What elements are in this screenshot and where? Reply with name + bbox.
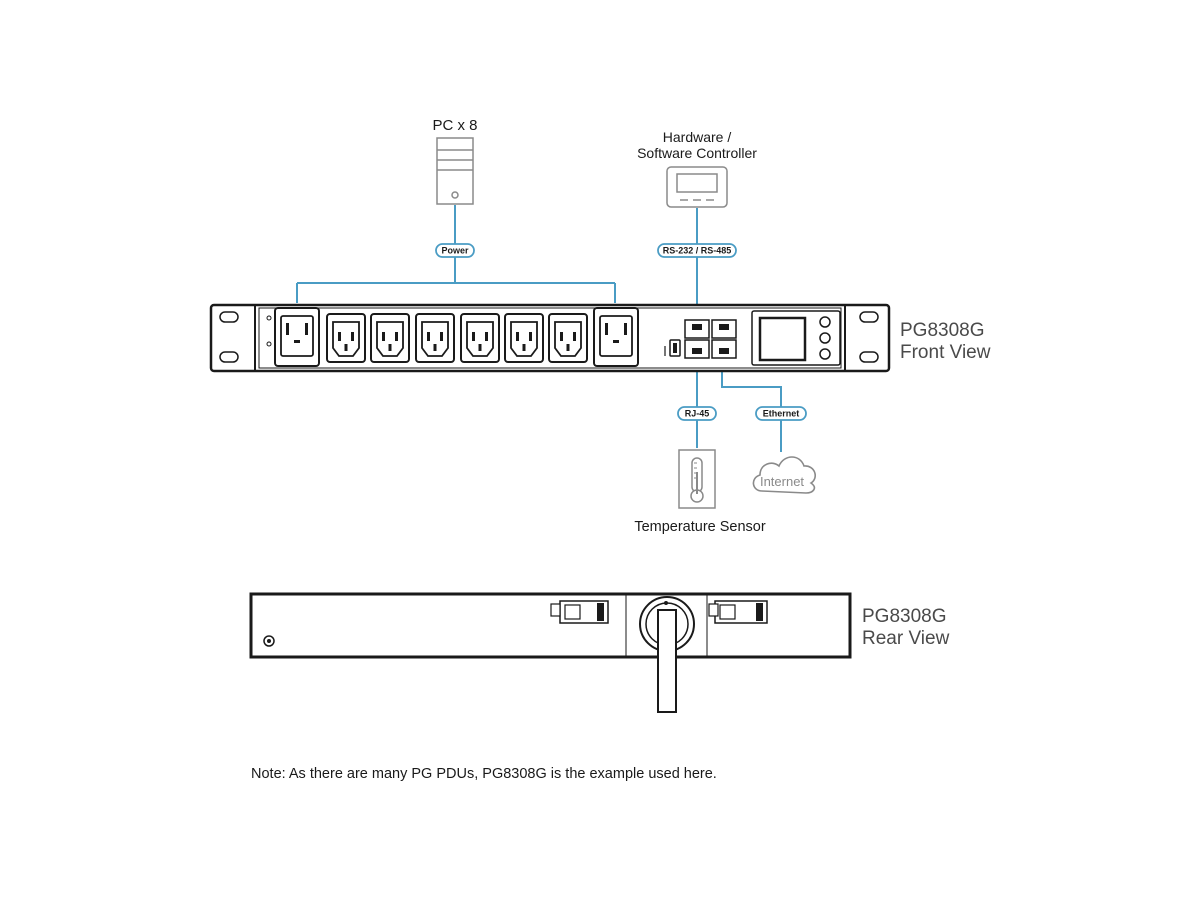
pc-tower-icon (436, 137, 474, 205)
thermometer-icon (678, 449, 716, 509)
power-pill: Power (435, 243, 475, 258)
svg-text:Ethernet: Ethernet (763, 409, 800, 419)
rear-model-label: PG8308G (862, 606, 947, 627)
svg-text:RJ-45: RJ-45 (685, 409, 710, 419)
ethernet-connector-line (721, 360, 782, 452)
rj45-pill: RJ-45 (677, 406, 717, 421)
footnote: Note: As there are many PG PDUs, PG8308G… (251, 766, 717, 782)
outlet-c13-3 (415, 313, 455, 363)
outlet-c19-1 (274, 307, 320, 367)
rear-breaker-left (550, 600, 609, 624)
front-model-label: PG8308G (900, 320, 985, 341)
controller-label-line2: Software Controller (637, 145, 757, 161)
usb-port (664, 339, 681, 357)
outlet-c13-1 (326, 313, 366, 363)
controller-label-line1: Hardware / (663, 129, 732, 145)
outlet-c19-2 (593, 307, 639, 367)
rear-power-inlet (639, 596, 695, 713)
power-connector-lines (296, 205, 616, 303)
rear-breaker-right (708, 600, 768, 624)
serial-pill: RS-232 / RS-485 (657, 243, 737, 258)
lcd-display-panel (751, 310, 841, 366)
internet-label: Internet (760, 474, 804, 489)
rj45-ports (684, 319, 737, 359)
outlet-c13-5 (504, 313, 544, 363)
rear-view-label: Rear View (862, 628, 950, 649)
svg-text:Power: Power (441, 246, 469, 256)
sensor-label: Temperature Sensor (634, 519, 766, 535)
ethernet-pill: Ethernet (755, 406, 807, 421)
controller-monitor-icon (666, 166, 728, 208)
outlet-c13-6 (548, 313, 588, 363)
front-view-label: Front View (900, 342, 991, 363)
svg-text:RS-232 / RS-485: RS-232 / RS-485 (663, 246, 732, 256)
outlet-c13-2 (370, 313, 410, 363)
pc-label: PC x 8 (432, 117, 477, 134)
outlet-c13-4 (460, 313, 500, 363)
cloud-icon: Internet (752, 456, 816, 494)
